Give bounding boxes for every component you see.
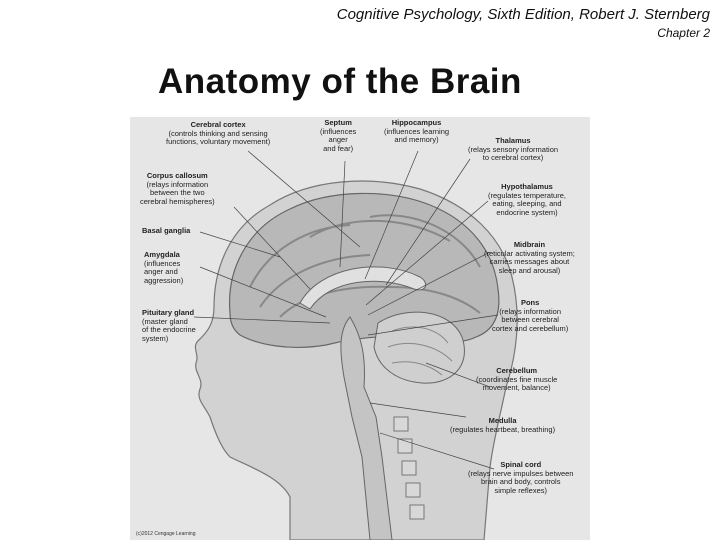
book-citation: Cognitive Psychology, Sixth Edition, Rob… (337, 6, 710, 23)
label-septum: Septum (influences anger and fear) (320, 119, 356, 153)
slide-title: Anatomy of the Brain (158, 62, 522, 102)
label-hippocampus: Hippocampus (influences learning and mem… (384, 119, 449, 145)
label-spinal-cord: Spinal cord (relays nerve impulses betwe… (468, 461, 573, 495)
label-pituitary-gland: Pituitary gland (master gland of the end… (142, 309, 196, 343)
label-cerebral-cortex: Cerebral cortex (controls thinking and s… (166, 121, 270, 147)
label-pons: Pons (relays information between cerebra… (492, 299, 568, 333)
label-basal-ganglia: Basal ganglia (142, 227, 190, 236)
label-corpus-callosum: Corpus callosum (relays information betw… (140, 172, 215, 206)
label-thalamus: Thalamus (relays sensory information to … (468, 137, 558, 163)
chapter-label: Chapter 2 (657, 26, 710, 40)
label-hypothalamus: Hypothalamus (regulates temperature, eat… (488, 183, 566, 217)
label-midbrain: Midbrain (reticular activating system; c… (484, 241, 575, 275)
label-amygdala: Amygdala (influences anger and aggressio… (144, 251, 183, 285)
brain-anatomy-figure: Cerebral cortex (controls thinking and s… (130, 117, 590, 540)
copyright-notice: (c)2012 Cengage Learning (136, 531, 196, 537)
label-cerebellum: Cerebellum (coordinates fine muscle move… (476, 367, 557, 393)
label-medulla: Medulla (regulates heartbeat, breathing) (450, 417, 555, 434)
